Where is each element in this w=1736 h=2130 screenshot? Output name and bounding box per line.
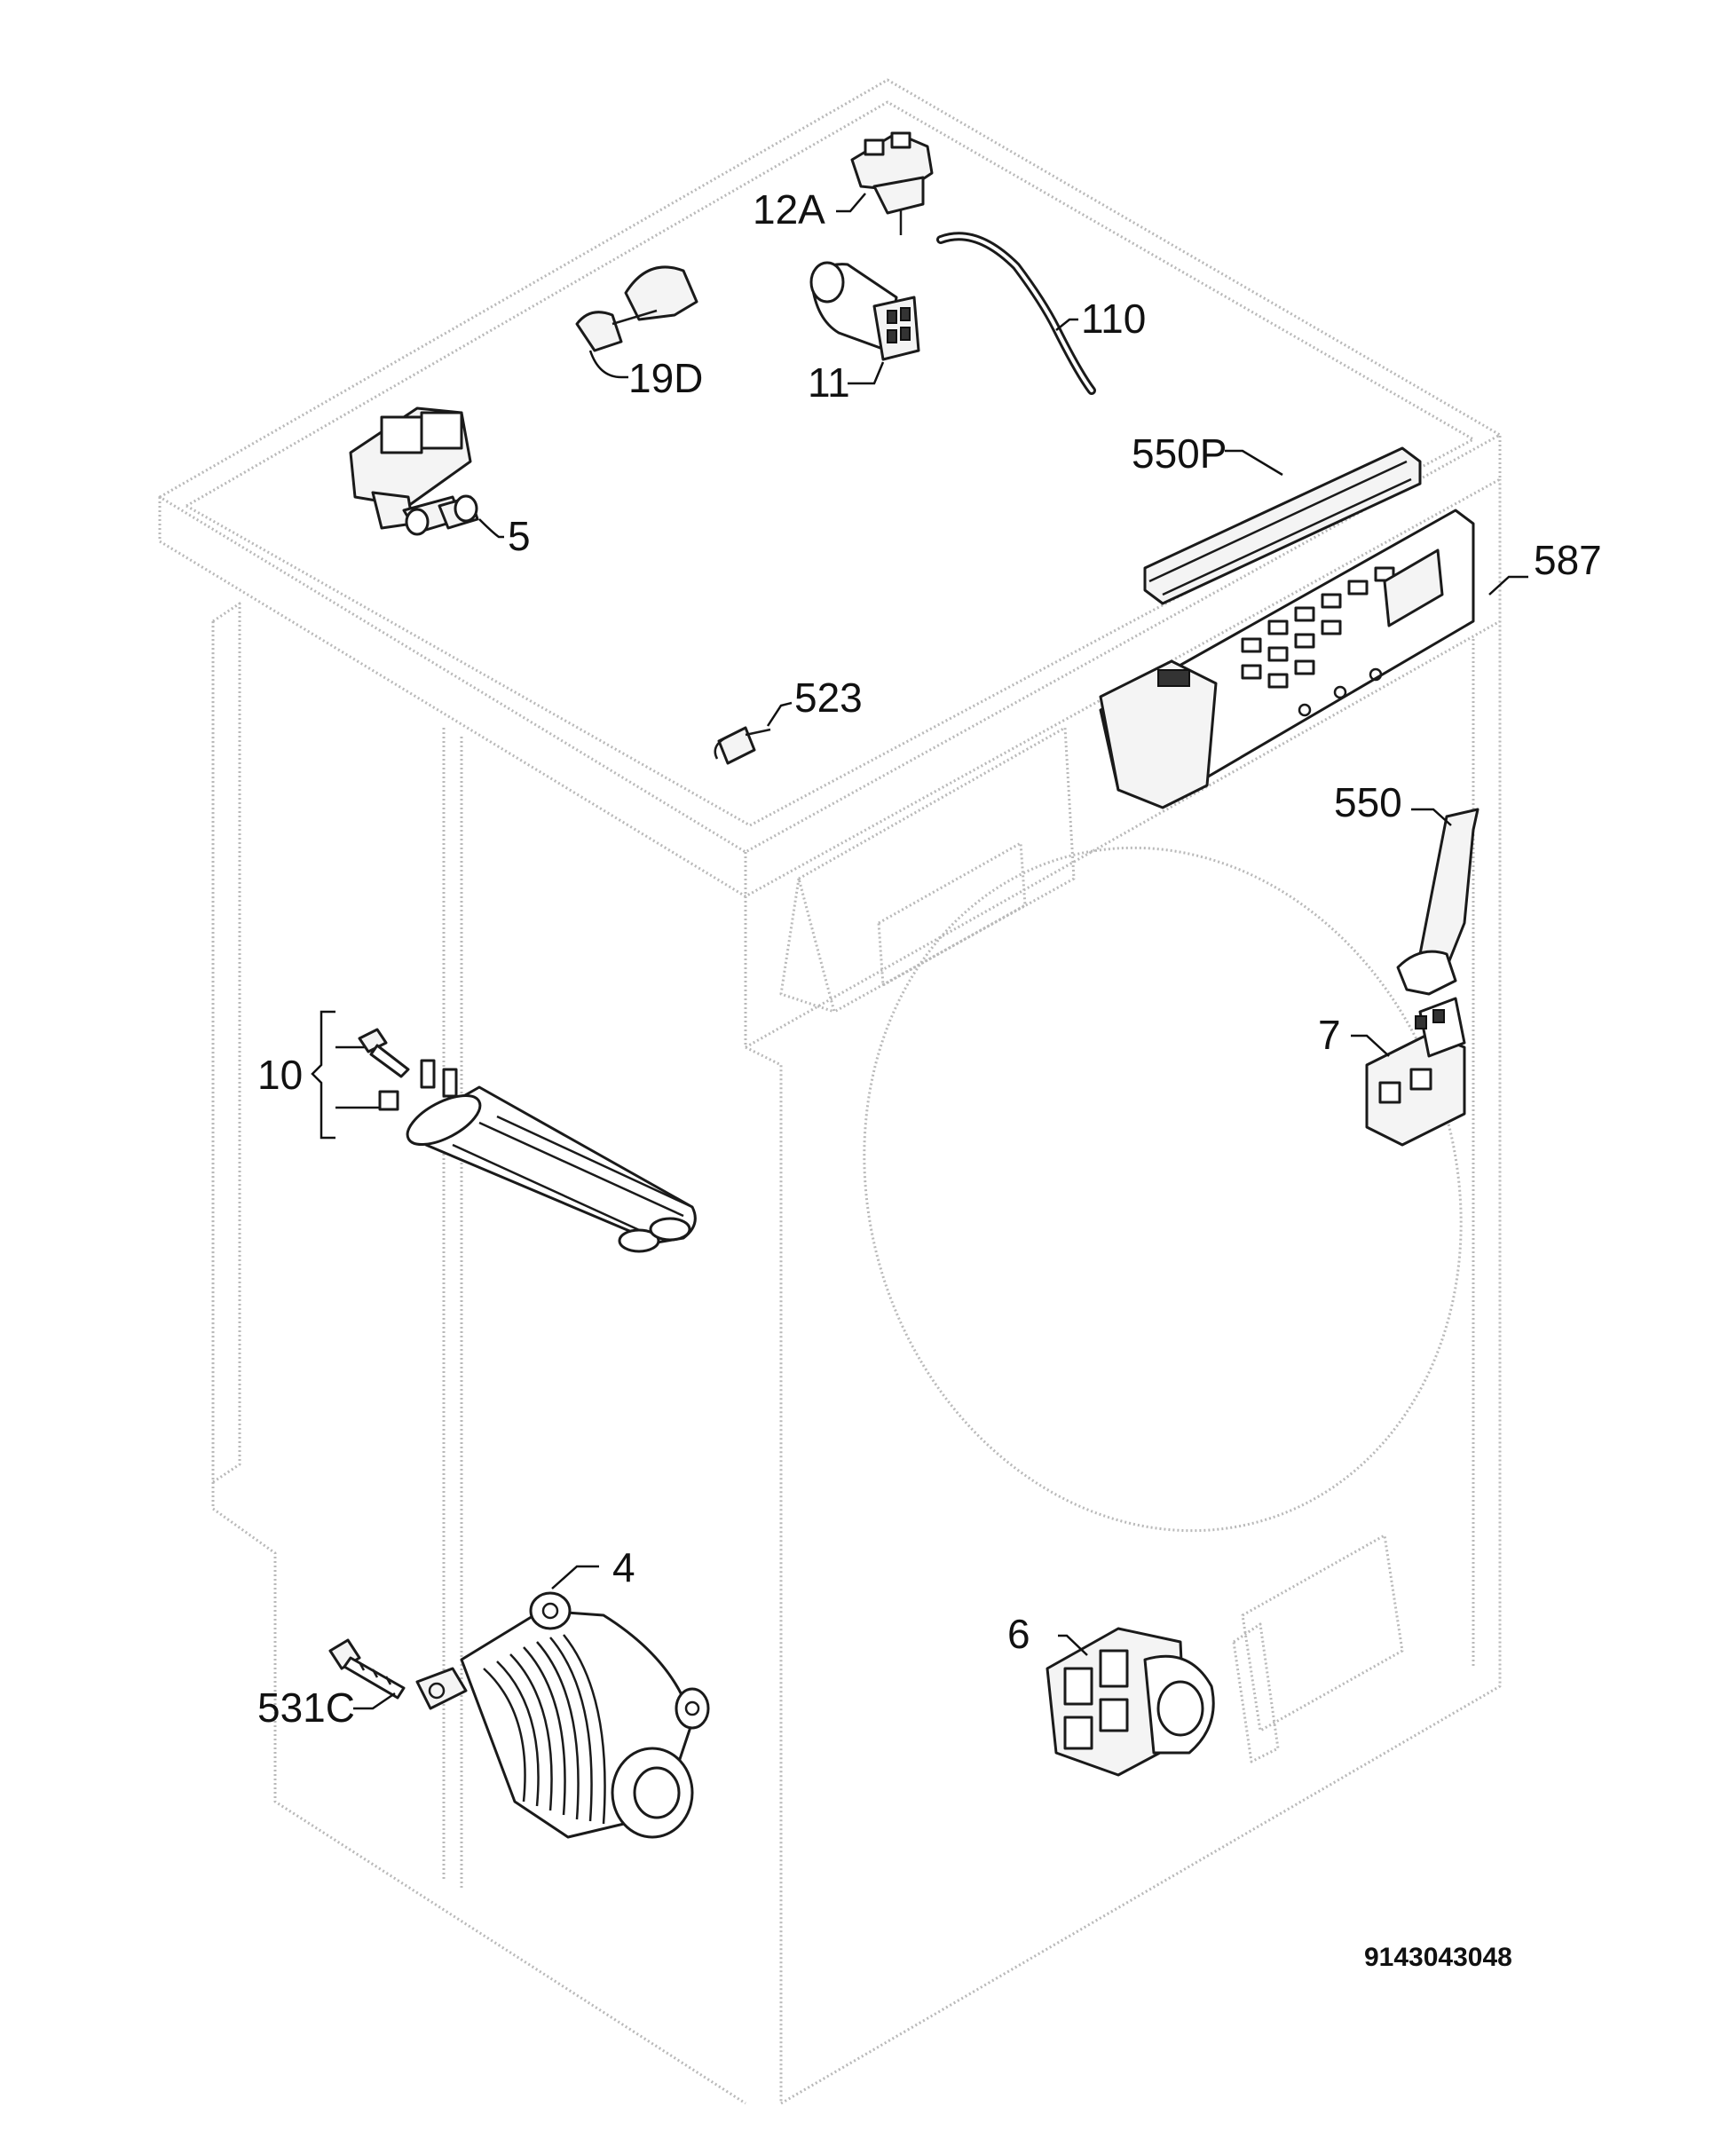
callout-10: 10: [257, 1052, 303, 1098]
callout-5: 5: [508, 513, 531, 559]
part-110-cable: 110: [936, 232, 1146, 395]
part-4-motor: 4: [415, 1544, 710, 1839]
callout-523: 523: [794, 674, 863, 721]
callout-11: 11: [808, 359, 850, 406]
part-7-door-lock: 7: [1318, 997, 1466, 1147]
callout-531C: 531C: [257, 1684, 355, 1731]
part-587-control-board: 587: [1099, 509, 1602, 809]
part-19D-clip: 19D: [575, 265, 703, 401]
callout-110: 110: [1081, 296, 1146, 342]
callout-587: 587: [1534, 537, 1602, 583]
part-5-inlet-valve: 5: [349, 406, 531, 559]
part-550-door-handle: 550: [1334, 779, 1480, 996]
callout-550: 550: [1334, 779, 1402, 825]
cabinet-outline: [158, 78, 1502, 2105]
callout-4: 4: [612, 1544, 635, 1590]
callout-7: 7: [1318, 1012, 1341, 1058]
part-10-heating-element: 10: [257, 1010, 697, 1253]
part-523-clip: 523: [714, 674, 863, 765]
part-12A-pressure-switch: 12A: [753, 131, 934, 235]
callout-6: 6: [1007, 1611, 1030, 1657]
part-550P-light-guide: 550P: [1132, 430, 1422, 605]
callout-12A: 12A: [753, 186, 825, 233]
document-number: 9143043048: [1364, 1943, 1512, 1972]
callout-19D: 19D: [628, 355, 703, 401]
callout-550P: 550P: [1132, 430, 1227, 477]
part-6-drain-pump: 6: [1007, 1611, 1215, 1777]
board-components: [1241, 548, 1444, 717]
part-531C-screw: 531C: [257, 1638, 406, 1731]
part-11-filter: 11: [808, 261, 920, 406]
motor-windings: [483, 1634, 606, 1825]
